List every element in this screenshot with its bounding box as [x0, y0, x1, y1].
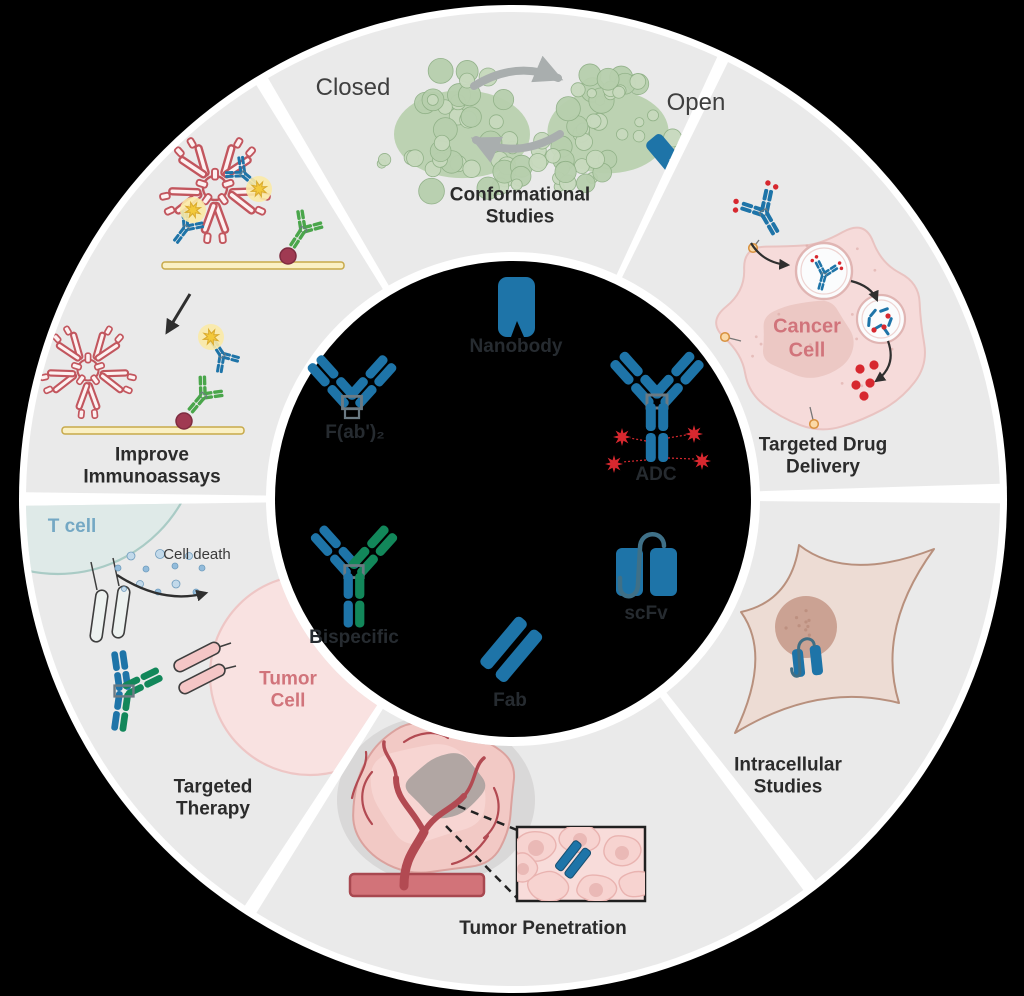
tumor-core — [405, 753, 486, 819]
conformational-title: Conformational Studies — [449, 184, 591, 228]
receptor-pin-icon — [719, 331, 731, 343]
t-cell-label: T cell — [47, 515, 97, 537]
cell-death-label: Cell death — [163, 546, 231, 564]
released-drug-icon — [859, 391, 869, 401]
cell-death-dot — [198, 564, 206, 572]
cancer-cell-label: Cancer Cell — [773, 315, 841, 361]
cancer-cell-nucleus — [762, 300, 854, 378]
lysosome-vesicle-icon — [855, 293, 907, 345]
open-label: Open — [666, 88, 726, 116]
drug-delivery-title: Targeted Drug Delivery — [758, 434, 888, 478]
segment-targeted-drug-delivery — [715, 180, 926, 431]
drug-star-icon — [613, 428, 631, 446]
drug-star-icon — [693, 452, 711, 470]
cell-death-dot — [171, 579, 181, 589]
scfv-icon — [616, 532, 677, 599]
fab2-label: F(ab')₂ — [325, 421, 385, 443]
segment-conformational-studies — [376, 55, 697, 205]
scfv-in-cell-icon — [790, 637, 823, 678]
receptor-capsule-icon — [178, 663, 226, 695]
targeted-therapy-title: Targeted Therapy — [173, 776, 253, 820]
improvement-arrow-icon — [165, 293, 192, 335]
adc-icon — [610, 351, 704, 462]
segment-improve-immunoassays — [39, 137, 345, 435]
bispecific-icon — [310, 525, 398, 628]
cell-death-dot — [114, 564, 122, 572]
cell-nucleus — [775, 596, 837, 658]
detection-antibody-icon — [224, 155, 259, 188]
closed-label: Closed — [315, 73, 391, 101]
cell-death-dot — [142, 565, 150, 573]
receptor-pin-icon — [808, 418, 820, 430]
center-formats — [307, 277, 711, 682]
bispecific-antibody-icon — [111, 650, 163, 732]
cycle-arrow-left-icon — [470, 130, 564, 163]
released-drug-icon — [865, 378, 875, 388]
released-drug-icon — [855, 364, 865, 374]
receptor-capsule-icon — [89, 589, 109, 643]
cell-death-dot — [185, 552, 193, 560]
fab-in-tissue-icon — [555, 840, 592, 879]
tumor-cell-label: Tumor Cell — [259, 668, 317, 712]
assay-surface — [61, 426, 245, 435]
cell-death-dot — [121, 586, 127, 592]
capture-antibody-icon — [187, 375, 224, 414]
pathway-arrow-icon — [750, 242, 791, 270]
adc-label: ADC — [635, 463, 677, 485]
receptor-capsule-icon — [173, 641, 221, 673]
cell-death-arrow-icon — [116, 573, 209, 602]
drug-star-icon — [605, 455, 623, 473]
drug-star-icon — [685, 425, 703, 443]
cell-death-dot — [155, 549, 165, 559]
segment-intracellular-studies — [734, 544, 935, 734]
adc-antibody-icon — [732, 180, 780, 236]
capture-antibody-icon — [289, 209, 324, 249]
pathway-arrow-icon — [850, 279, 879, 303]
pathway-arrow-icon — [874, 340, 892, 383]
cycle-arrow-right-icon — [470, 55, 564, 90]
bead-icon — [175, 412, 193, 430]
blood-vessel — [348, 872, 486, 898]
fab-icon — [480, 616, 543, 682]
released-drug-icon — [869, 360, 879, 370]
released-drug-icon — [851, 380, 861, 390]
assay-surface — [161, 261, 345, 270]
segment-tumor-penetration — [337, 716, 647, 903]
fab2-icon — [307, 355, 397, 411]
nanobody-icon — [498, 277, 535, 337]
detection-antibody-icon — [209, 338, 240, 374]
tumor-penetration-title: Tumor Penetration — [459, 917, 627, 939]
bispecific-label: Bispecific — [309, 626, 399, 648]
adc-in-vesicle-icon — [810, 255, 844, 291]
igm-pentamer-icon — [39, 325, 137, 419]
cell-death-dot — [171, 562, 179, 570]
fab-label: Fab — [493, 689, 527, 711]
scfv-label: scFv — [624, 602, 668, 624]
immunoassays-title: Improve Immunoassays — [83, 444, 221, 488]
bead-icon — [279, 247, 297, 265]
cell-death-dot — [126, 551, 136, 561]
nanobody-label: Nanobody — [469, 335, 563, 357]
intracellular-title: Intracellular Studies — [734, 754, 842, 798]
